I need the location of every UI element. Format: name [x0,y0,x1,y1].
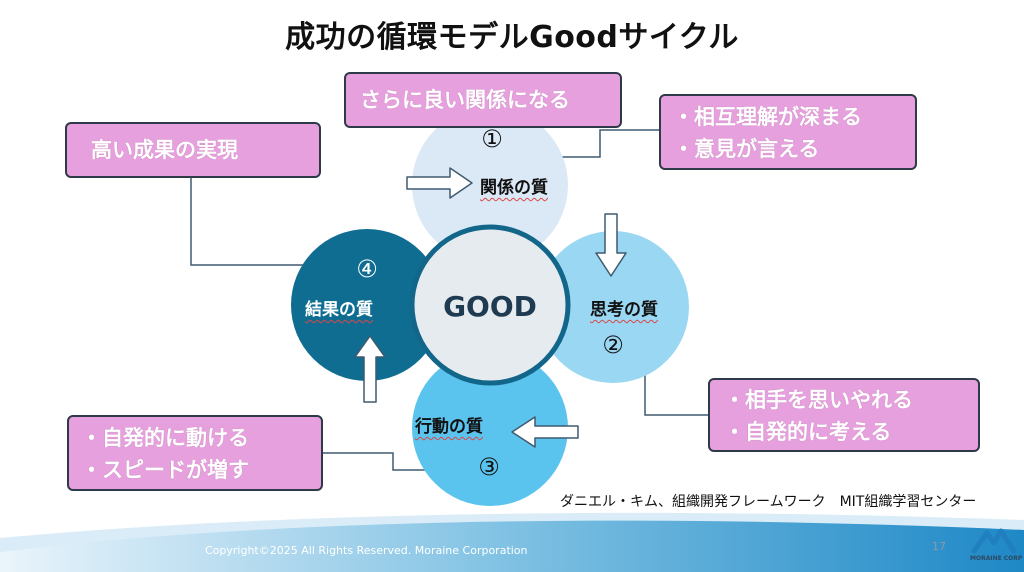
thinking-label: 思考の質 [590,300,658,320]
callout-bottom-left-line-2: ・スピードが増す [81,458,249,482]
moraine-logo: MORAINE CORP [970,525,1023,569]
callout-top-right-line-2: ・意見が言える [673,137,820,161]
connector-left [190,176,306,266]
action-circle [412,350,568,506]
relationship-circle [412,107,568,263]
callout-top-right: ・相互理解が深まる ・意見が言える [659,94,917,170]
logo-text: MORAINE CORP [970,555,1023,562]
callout-left: 高い成果の実現 [65,122,321,178]
result-label: 結果の質 [305,300,373,320]
callout-top: さらに良い関係になる [344,72,622,128]
callout-right-line-2: ・自発的に考える [724,420,892,444]
slide-title: 成功の循環モデルGoodサイクル [285,20,739,55]
page-number: 17 [932,540,946,553]
arrow-left-icon [511,416,579,448]
arrow-up-icon [354,335,386,403]
good-circle [409,224,571,386]
result-number: ④ [356,255,378,283]
callout-top-right-line-1: ・相互理解が深まる [673,105,862,129]
source-citation: ダニエル・キム、組織開発フレームワーク MIT組織学習センター [560,494,977,510]
callout-left-text: 高い成果の実現 [91,138,238,162]
thinking-number: ② [602,331,624,359]
callout-bottom-left-line-1: ・自発的に動ける [81,426,249,450]
action-label: 行動の質 [415,417,483,437]
copyright-footer: Copyright©2025 All Rights Reserved. Mora… [205,544,528,557]
callout-top-text: さらに良い関係になる [360,88,570,112]
thinking-circle [537,231,689,383]
mountain-logo-icon [971,528,1017,554]
connector-top-right [537,129,660,158]
relationship-label: 関係の質 [480,178,548,198]
result-circle [291,229,443,381]
arrow-right-icon [406,167,473,199]
footer-wave-band [0,520,1024,572]
relationship-number: ① [481,125,503,153]
good-label: GOOD [443,290,537,323]
callout-right-line-1: ・相手を思いやれる [724,388,913,412]
callout-bottom-left: ・自発的に動ける ・スピードが増す [67,415,323,491]
action-number: ③ [478,453,500,481]
arrow-down-icon [595,213,627,277]
callout-right: ・相手を思いやれる ・自発的に考える [708,378,980,452]
